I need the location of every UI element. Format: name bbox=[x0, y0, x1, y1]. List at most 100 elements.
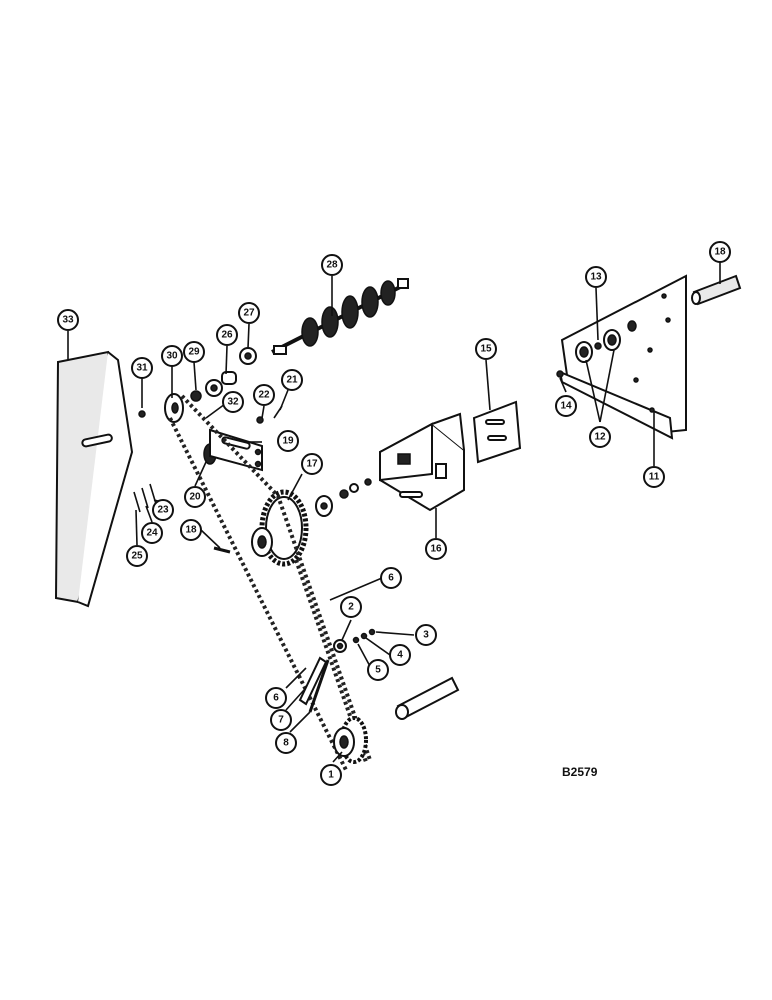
gear-housing bbox=[379, 412, 465, 512]
svg-text:29: 29 bbox=[188, 347, 200, 358]
drawing-number: B2579 bbox=[562, 765, 598, 779]
callout-24: 24 bbox=[141, 522, 163, 544]
chain-guard-shield-edge bbox=[77, 351, 134, 608]
callout-29: 29 bbox=[183, 341, 205, 363]
idler-sprocket-hub bbox=[171, 402, 179, 414]
washer-4 bbox=[360, 632, 368, 640]
svg-text:32: 32 bbox=[227, 397, 239, 408]
callout-15: 15 bbox=[475, 338, 497, 360]
svg-text:27: 27 bbox=[243, 308, 255, 319]
leader-lines bbox=[67, 262, 721, 763]
cover-plate bbox=[472, 400, 522, 464]
svg-text:4: 4 bbox=[397, 650, 403, 661]
bearing-washer-hub bbox=[320, 502, 328, 510]
bolt-31 bbox=[138, 410, 146, 418]
callout-30: 30 bbox=[161, 345, 183, 367]
svg-text:20: 20 bbox=[189, 492, 201, 503]
svg-text:22: 22 bbox=[258, 390, 270, 401]
callout-6-lower: 6 bbox=[265, 687, 287, 709]
callout-23: 23 bbox=[152, 499, 174, 521]
callout-16: 16 bbox=[425, 538, 447, 560]
svg-text:5: 5 bbox=[375, 665, 381, 676]
svg-text:14: 14 bbox=[560, 401, 572, 412]
svg-text:7: 7 bbox=[278, 715, 284, 726]
svg-text:17: 17 bbox=[306, 459, 318, 470]
callout-19: 19 bbox=[277, 430, 299, 452]
svg-text:18: 18 bbox=[185, 525, 197, 536]
callout-1: 1 bbox=[320, 764, 342, 786]
bolt-18-lower bbox=[213, 546, 231, 554]
panel-fastener-14 bbox=[556, 370, 564, 378]
drive-sprocket bbox=[333, 716, 368, 764]
washer-29 bbox=[190, 390, 202, 402]
auger-end-nut bbox=[397, 278, 409, 289]
svg-text:30: 30 bbox=[166, 351, 178, 362]
callout-31: 31 bbox=[131, 357, 153, 379]
auger-stub bbox=[273, 345, 287, 355]
callout-4: 4 bbox=[389, 644, 411, 666]
svg-text:13: 13 bbox=[590, 272, 602, 283]
svg-text:15: 15 bbox=[480, 344, 492, 355]
callout-22: 22 bbox=[253, 384, 275, 406]
callout-6-upper: 6 bbox=[380, 567, 402, 589]
svg-text:6: 6 bbox=[388, 573, 394, 584]
callout-20: 20 bbox=[184, 486, 206, 508]
bolt-24 bbox=[141, 487, 149, 509]
bolt-22 bbox=[256, 416, 264, 424]
callout-5: 5 bbox=[367, 659, 389, 681]
svg-text:33: 33 bbox=[62, 315, 74, 326]
callout-21: 21 bbox=[281, 369, 303, 391]
callout-32: 32 bbox=[222, 391, 244, 413]
svg-text:3: 3 bbox=[423, 630, 429, 641]
bracket-bolt-2 bbox=[254, 460, 262, 468]
callout-12: 12 bbox=[589, 426, 611, 448]
callout-26: 26 bbox=[216, 324, 238, 346]
small-idler-hub bbox=[336, 642, 344, 650]
callout-18-left: 18 bbox=[180, 519, 202, 541]
callout-28-auger: 28 bbox=[321, 254, 343, 276]
support-rod bbox=[691, 274, 742, 306]
svg-text:16: 16 bbox=[430, 544, 442, 555]
auger-flighting bbox=[301, 280, 396, 347]
svg-text:25: 25 bbox=[131, 551, 143, 562]
callout-27: 27 bbox=[238, 302, 260, 324]
svg-text:6: 6 bbox=[273, 693, 279, 704]
bolt-25 bbox=[133, 491, 141, 513]
svg-text:1: 1 bbox=[328, 770, 334, 781]
spacer-3 bbox=[364, 478, 372, 486]
callout-8: 8 bbox=[275, 732, 297, 754]
tensioner-bracket-slot bbox=[221, 436, 251, 450]
callout-11: 11 bbox=[643, 466, 665, 488]
svg-text:12: 12 bbox=[594, 432, 606, 443]
callout-33: 33 bbox=[57, 309, 79, 331]
bracket-bolt-1 bbox=[254, 448, 262, 456]
svg-text:21: 21 bbox=[286, 375, 298, 386]
svg-text:23: 23 bbox=[157, 505, 169, 516]
tensioner-bracket bbox=[209, 428, 263, 472]
callout-13: 13 bbox=[585, 266, 607, 288]
svg-text:11: 11 bbox=[649, 472, 660, 483]
callout-2: 2 bbox=[340, 596, 362, 618]
collar-28 bbox=[221, 371, 237, 385]
spacer-1 bbox=[339, 489, 349, 499]
svg-text:31: 31 bbox=[136, 363, 148, 374]
drive-shaft-tube bbox=[395, 676, 460, 720]
callout-14: 14 bbox=[555, 395, 577, 417]
bolt-3 bbox=[368, 628, 376, 636]
callout-18-right: 18 bbox=[709, 241, 731, 263]
bearing-27-center bbox=[244, 352, 252, 360]
chain-guard-slot bbox=[81, 433, 113, 448]
spacer-2 bbox=[349, 483, 359, 493]
svg-text:19: 19 bbox=[282, 436, 294, 447]
svg-text:2: 2 bbox=[348, 602, 354, 613]
bearing-26-center bbox=[210, 384, 218, 392]
washer-5 bbox=[352, 636, 360, 644]
callouts: 1 2 3 4 5 6 6 7 8 11 12 13 14 15 16 17 1… bbox=[57, 241, 731, 786]
idler-bolt bbox=[308, 659, 330, 713]
callout-25: 25 bbox=[126, 545, 148, 567]
svg-text:8: 8 bbox=[283, 738, 289, 749]
large-sprocket bbox=[251, 489, 309, 567]
svg-text:26: 26 bbox=[221, 330, 233, 341]
drive-chain-right bbox=[180, 394, 372, 761]
